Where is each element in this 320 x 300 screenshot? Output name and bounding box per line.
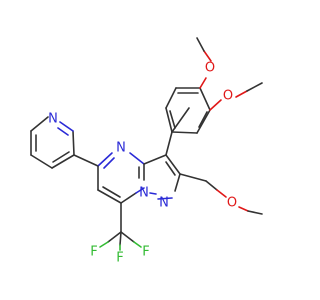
nitrogen-atom-pyridine: N [48, 112, 58, 127]
oxygen-atom-methoxymethyl: O [227, 196, 237, 211]
nitrogen-atom-pyrimidine: N [116, 141, 126, 156]
nitrogen-atom-bridgehead: N [139, 186, 149, 201]
atom-labels: N N N N O O O F F F [48, 61, 237, 266]
methoxymethyl-group [179, 173, 263, 215]
molecule-structure: N N N N O O O F F F [30, 37, 263, 266]
fluorine-atom-bottom: F [116, 251, 123, 266]
dimethoxyphenyl-ring [165, 87, 211, 156]
pyrimidine-ring [97, 152, 145, 233]
oxygen-atom-para-methoxy: O [205, 61, 215, 76]
fluorine-atom-right: F [142, 245, 149, 260]
pyridine-ring [30, 116, 99, 169]
fluorine-atom-left: F [90, 245, 97, 260]
trifluoromethyl-group [99, 231, 142, 251]
oxygen-atom-meta-methoxy: O [223, 89, 233, 104]
nitrogen-atom-pyrazole: N [159, 196, 169, 211]
pyrazole-ring [143, 154, 181, 200]
methoxy-groups [196, 37, 263, 111]
bond-layer [30, 37, 263, 251]
